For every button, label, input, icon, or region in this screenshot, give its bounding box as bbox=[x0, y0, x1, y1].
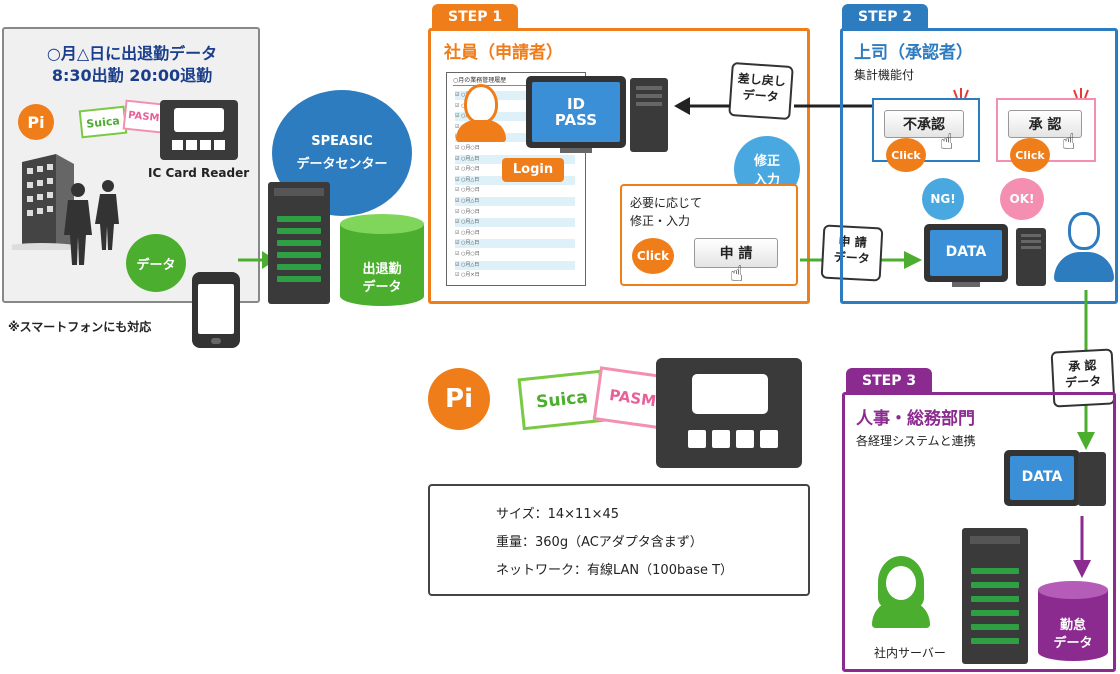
doc-row-date: ☑ ○月○日 bbox=[455, 208, 480, 215]
staff-avatar-icon bbox=[872, 556, 930, 628]
attendance-db-line1: 勤怠 bbox=[1059, 618, 1086, 633]
correction-note-line1: 必要に応じて bbox=[630, 196, 703, 210]
pi-logo-icon: Pi bbox=[18, 104, 54, 140]
step1-click-badge: Click bbox=[632, 238, 674, 274]
doc-row-date: ☑ ○月△日 bbox=[455, 176, 480, 183]
ic-card-reader-label: IC Card Reader bbox=[148, 166, 250, 180]
doc-row-date: ☑ ○月△日 bbox=[455, 198, 480, 204]
office-building-icon bbox=[12, 154, 82, 250]
step3-monitor: DATA bbox=[1004, 450, 1080, 506]
reject-button[interactable]: 不承認 bbox=[884, 110, 964, 138]
reject-sparkle-icon bbox=[953, 88, 969, 99]
ng-bubble: NG! bbox=[922, 178, 964, 220]
step3-monitor-label: DATA bbox=[1010, 456, 1074, 500]
step2-subtitle: 集計機能付 bbox=[854, 68, 915, 82]
correction-line1: 修正 bbox=[753, 154, 780, 169]
in-house-server-label: 社内サーバー bbox=[874, 646, 946, 660]
step3-panel bbox=[842, 392, 1116, 672]
monitor-pass-label: PASS bbox=[554, 111, 598, 129]
doc-row: ☑ ○月○日 bbox=[455, 186, 575, 195]
approve-data-line2: データ bbox=[1064, 374, 1102, 390]
manager-avatar-icon bbox=[1054, 212, 1114, 284]
attendance-database-icon bbox=[340, 214, 424, 306]
doc-row-date: ☑ ○月×日 bbox=[455, 272, 480, 279]
employee-avatar bbox=[456, 84, 506, 144]
doc-row-date: ☑ ○月○日 bbox=[455, 145, 480, 151]
step1-tab: STEP 1 bbox=[432, 4, 519, 30]
doc-row-date: ☑ ○月○日 bbox=[455, 187, 480, 194]
datacenter-label-line1: SPEASIC bbox=[311, 134, 373, 149]
step2-monitor: DATA bbox=[924, 224, 1008, 282]
ic-card-reader-icon bbox=[160, 100, 238, 160]
approve-button[interactable]: 承 認 bbox=[1008, 110, 1082, 138]
doc-row-date: ☑ ○月○日 bbox=[455, 166, 480, 173]
attendance-db-label-line1: 出退勤 bbox=[362, 262, 402, 277]
reject-click-badge: Click bbox=[886, 138, 926, 172]
step2-title: 上司（承認者） bbox=[854, 43, 973, 63]
doc-row: ☑ ○月○日 bbox=[455, 229, 575, 238]
login-badge: Login bbox=[502, 158, 564, 182]
doc-row-date: ☑ ○月△日 bbox=[455, 219, 480, 226]
doc-row: ☑ ○月×日 bbox=[455, 271, 575, 280]
doc-row-date: ☑ ○月○日 bbox=[455, 229, 480, 236]
device-pi-logo-icon: Pi bbox=[428, 368, 490, 430]
suica-card-icon: Suica bbox=[78, 105, 128, 139]
doc-title: ○月の業務管理履歴 bbox=[453, 77, 507, 84]
data-bubble: データ bbox=[126, 234, 186, 292]
doc-row-date: ☑ ○月△日 bbox=[455, 240, 480, 247]
return-arrow-icon bbox=[674, 97, 872, 115]
step3-pc-tower-icon bbox=[1078, 452, 1106, 506]
doc-row: ☑ ○月△日 bbox=[455, 260, 575, 270]
doc-row: ☑ ○月△日 bbox=[455, 218, 575, 228]
step3-down-arrow-icon bbox=[1073, 516, 1091, 578]
doc-row: ☑ ○月○日 bbox=[455, 208, 575, 217]
ok-bubble: OK! bbox=[1000, 178, 1044, 220]
step1-panel bbox=[428, 28, 810, 304]
spec-size: サイズ：14×11×45 bbox=[496, 507, 620, 522]
attendance-title-line2: 8:30出勤 20:00退勤 bbox=[51, 66, 213, 85]
smartphone-icon bbox=[192, 272, 240, 348]
step2-tab: STEP 2 bbox=[842, 4, 929, 30]
spec-weight: 重量：360g（ACアダプタ含まず） bbox=[496, 535, 703, 550]
attendance-db-line2: データ bbox=[1053, 636, 1093, 651]
doc-row-date: ☑ ○月△日 bbox=[455, 155, 480, 162]
device-suica-card-icon: Suica bbox=[517, 369, 607, 431]
step3-tab: STEP 3 bbox=[846, 368, 933, 394]
approve-pointer-icon: ☝ bbox=[1062, 130, 1076, 155]
doc-row: ☑ ○月△日 bbox=[455, 197, 575, 206]
correction-note-line2: 修正・入力 bbox=[630, 214, 691, 228]
pointer-hand-icon: ☝ bbox=[730, 262, 744, 287]
login-monitor: ID PASS bbox=[526, 76, 626, 148]
attendance-db-label-line2: データ bbox=[362, 280, 402, 295]
doc-row-date: ☑ ○月△日 bbox=[455, 261, 480, 268]
business-people-icon bbox=[64, 180, 119, 265]
approve-sparkle-icon bbox=[1073, 88, 1089, 99]
step3-subtitle: 各経理システムと連携 bbox=[856, 434, 976, 448]
step1-pc-tower-icon bbox=[630, 78, 668, 152]
step2-monitor-label: DATA bbox=[930, 230, 1002, 276]
doc-row-date: ☑ ○月○日 bbox=[455, 251, 480, 257]
attendance-title-line1: ○月△日に出退勤データ bbox=[46, 44, 218, 63]
in-house-server-icon bbox=[962, 528, 1028, 664]
apply-button[interactable]: 申 請 bbox=[694, 238, 778, 268]
datacenter-label-line2: データセンター bbox=[296, 157, 388, 172]
step3-title: 人事・総務部門 bbox=[856, 409, 975, 429]
datacenter-server-icon bbox=[268, 182, 330, 304]
device-card-reader-icon bbox=[656, 358, 802, 468]
reject-pointer-icon: ☝ bbox=[940, 130, 954, 155]
step2-panel bbox=[840, 28, 1118, 304]
monitor-id-label: ID bbox=[566, 94, 586, 113]
spec-network: ネットワーク：有線LAN（100base T） bbox=[496, 563, 734, 578]
device-spec-box bbox=[428, 484, 810, 596]
doc-row: ☑ ○月△日 bbox=[455, 239, 575, 249]
smartphone-note: ※スマートフォンにも対応 bbox=[8, 320, 152, 334]
approve-click-badge: Click bbox=[1010, 138, 1050, 172]
doc-row: ☑ ○月○日 bbox=[455, 165, 575, 174]
attendance-db-icon bbox=[1038, 581, 1108, 661]
step2-pc-tower-icon bbox=[1016, 228, 1046, 286]
step1-title: 社員（申請者） bbox=[444, 43, 563, 63]
doc-row: ☑ ○月○日 bbox=[455, 250, 575, 259]
doc-row: ☑ ○月○日 bbox=[455, 144, 575, 153]
